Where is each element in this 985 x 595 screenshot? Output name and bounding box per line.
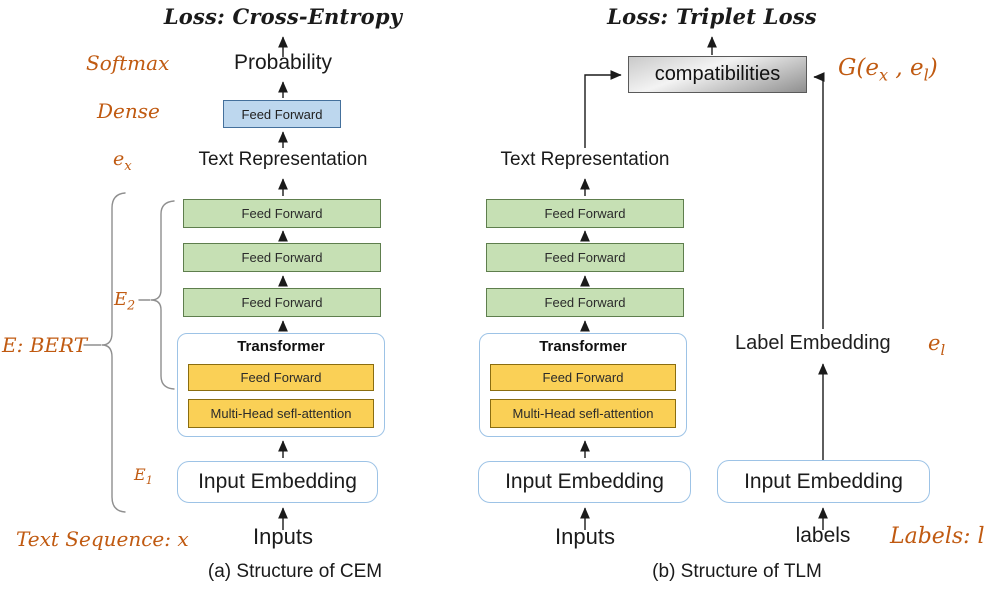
- labels-l-label: Labels: l: [890, 524, 985, 549]
- feed-forward-box-a2: Feed Forward: [183, 243, 381, 272]
- text-sequence-label: Text Sequence: x: [16, 527, 189, 551]
- transformer-ff-box-b: Feed Forward: [490, 364, 676, 391]
- dense-feed-forward-box: Feed Forward: [223, 100, 341, 128]
- inputs-label-a: Inputs: [253, 524, 313, 549]
- transformer-mha-box-a: Multi-Head sefl-attention: [188, 399, 374, 428]
- transformer-title-a: Transformer: [237, 338, 325, 355]
- ex-label: ex: [113, 148, 132, 174]
- e1-label: E1: [134, 465, 153, 488]
- feed-forward-box-b1: Feed Forward: [486, 199, 684, 228]
- text-representation-a: Text Representation: [198, 149, 368, 170]
- caption-a: (a) Structure of CEM: [207, 561, 383, 582]
- compatibilities-box: compatibilities: [628, 56, 807, 93]
- e-bert-label: E: BERT: [2, 333, 88, 357]
- loss-cross-entropy-label: Loss: Cross-Entropy: [163, 4, 403, 29]
- labels-label: labels: [795, 524, 851, 547]
- input-embedding-box-a: Input Embedding: [177, 461, 378, 503]
- softmax-label: Softmax: [86, 51, 170, 75]
- el-label: el: [928, 331, 946, 360]
- inputs-label-b: Inputs: [555, 524, 615, 549]
- feed-forward-box-a3: Feed Forward: [183, 288, 381, 317]
- feed-forward-box-b3: Feed Forward: [486, 288, 684, 317]
- g-ex-el-label: G(ex , el): [838, 55, 938, 85]
- text-representation-b: Text Representation: [500, 149, 670, 170]
- input-embedding-box-b: Input Embedding: [478, 461, 691, 503]
- transformer-mha-box-b: Multi-Head sefl-attention: [490, 399, 676, 428]
- transformer-ff-box-a: Feed Forward: [188, 364, 374, 391]
- label-input-embedding-box: Input Embedding: [717, 460, 930, 503]
- caption-b: (b) Structure of TLM: [652, 561, 822, 582]
- loss-triplet-label: Loss: Triplet Loss: [607, 4, 817, 29]
- dense-feed-forward-text: Feed Forward: [241, 106, 323, 122]
- dense-label: Dense: [97, 99, 160, 123]
- transformer-title-b: Transformer: [539, 338, 627, 355]
- feed-forward-box-a1: Feed Forward: [183, 199, 381, 228]
- feed-forward-box-b2: Feed Forward: [486, 243, 684, 272]
- e2-label: E2: [114, 289, 136, 313]
- probability-label: Probability: [233, 51, 333, 74]
- label-embedding-label: Label Embedding: [735, 332, 891, 354]
